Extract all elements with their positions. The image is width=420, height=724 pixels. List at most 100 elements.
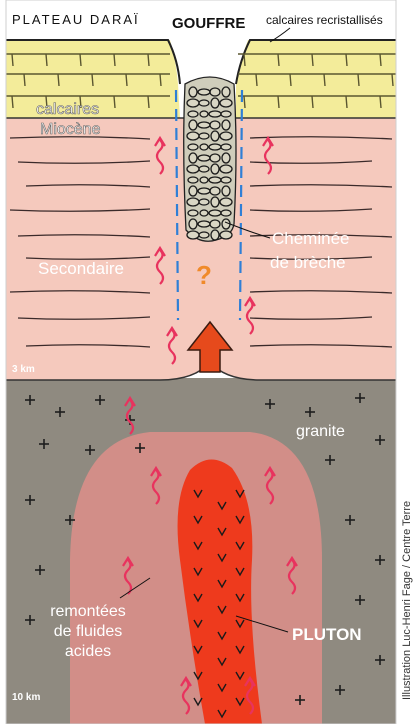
breccia-pebble [222,120,230,130]
breccia-pebble [188,144,198,150]
limestone-joint [278,96,279,108]
breccia-pebble [200,111,208,117]
breccia-pebble [189,87,197,97]
limestone-joint [244,54,245,66]
breccia-pebble [198,221,210,227]
breccia-pebble [221,177,231,183]
breccia-pebble [188,111,198,117]
limestone-joint [12,54,13,66]
limestone-joint [148,96,149,108]
breccia-pebble [220,132,232,140]
limestone-joint [358,74,359,86]
limestone-joint [392,74,393,86]
breccia-pebble [211,98,219,108]
breccia-pebble [188,177,198,183]
limestone-joint [24,74,25,86]
limestone-joint [346,54,347,66]
limestone-joint [346,96,347,108]
limestone-joint [58,74,59,86]
cheminee-label: Cheminée [272,229,350,248]
breccia-pebble [189,186,197,196]
breccia-pebble [209,177,221,183]
question-mark: ? [196,260,212,290]
breccia-pebble [209,144,221,150]
breccia-pebble [189,153,197,163]
breccia-pebble [211,197,219,207]
limestone-joint [290,74,291,86]
breccia-pebble [211,131,219,141]
breccia-pebble [199,166,209,172]
limestone-joint [80,54,81,66]
breccia-pebble [199,199,209,205]
breccia-pebble [210,88,220,96]
breccia-pebble [198,188,210,194]
limestone-joint [126,74,127,86]
breccia-pebble [198,122,210,128]
limestone-joint [256,74,257,86]
breccia-pebble [220,231,232,239]
limestone-joint [92,74,93,86]
breccia-pebble [187,99,199,107]
breccia-pebble [187,198,199,206]
limestone-joint [244,96,245,108]
depth-3km: 3 km [12,364,35,375]
breccia-pebble [199,100,209,106]
breccia-pebble [209,210,221,216]
illustration-credit: Illustration Luc-Henri Fage / Centre Ter… [401,501,413,700]
breccia-pebble [210,187,220,195]
breche-label: de brèche [270,253,346,272]
remontees-label: remontées [50,603,126,620]
limestone-joint [148,54,149,66]
pluton-label: PLUTON [292,625,362,644]
limestone-joint [114,96,115,108]
breccia-pebble [220,165,232,173]
limestone-joint [324,74,325,86]
breccia-pebble [210,220,220,228]
granite-label: granite [296,423,345,440]
breccia-pebble [200,210,208,216]
breccia-pebble [187,132,199,140]
breccia-pebble [189,219,197,229]
breccia-pebble [209,111,221,117]
gouffre-label: GOUFFRE [172,15,245,32]
breccia-pebble [221,144,231,150]
breccia-pebble [221,210,231,216]
secondaire-label: Secondaire [38,259,124,278]
fluides-label: de fluides [54,623,123,640]
limestone-joint [160,74,161,86]
limestone-joint [380,54,381,66]
limestone-joint [312,96,313,108]
breccia-pebble [199,133,209,139]
breccia-pebble [199,232,209,238]
breccia-pebble [211,164,219,174]
breccia-pebble [211,230,219,240]
breccia-pebble [200,144,208,150]
limestone-joint [380,96,381,108]
limestone-joint [12,96,13,108]
limestone-joint [114,54,115,66]
breccia-pebble [198,89,210,95]
recrystallized-label: calcaires recristallisés [266,13,383,27]
breccia-pebble [222,186,230,196]
depth-10km: 10 km [12,692,40,703]
breccia-pebble [220,198,232,206]
breccia-pebble [198,155,210,161]
breccia-pebble [210,154,220,162]
breccia-pebble [187,165,199,173]
plateau-label: PLATEAU DARAÏ [12,12,140,27]
limestone-joint [278,54,279,66]
limestone-joint [312,54,313,66]
breccia-pebble [187,231,199,239]
breccia-pebble [210,121,220,129]
miocene-label: Miocène [40,121,101,138]
breccia-pebble [200,177,208,183]
breccia-pebble [222,153,230,163]
breccia-pebble [221,111,231,117]
breccia-pebble [189,120,197,130]
breccia-pebble [222,87,230,97]
calcaires-label: calcaires [36,101,99,118]
breccia-pebble [188,210,198,216]
breccia-pebble [220,99,232,107]
acides-label: acides [65,643,111,660]
